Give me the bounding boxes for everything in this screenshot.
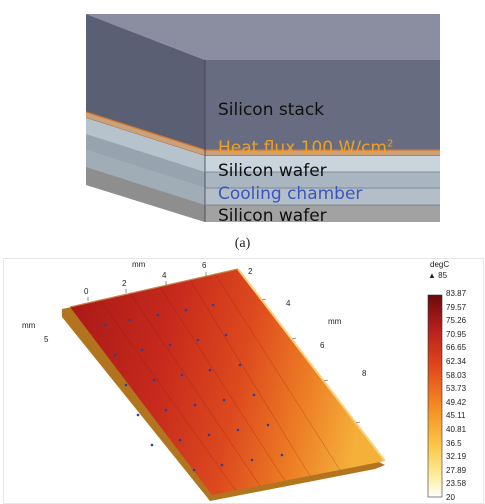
axis-tick-marks (87, 272, 361, 424)
colorbar-tick-label: 23.58 (446, 479, 467, 489)
label-silicon-wafer-bottom: Silicon wafer (218, 206, 327, 226)
colorbar-tick-label: 40.81 (446, 425, 467, 434)
colorbar-unit: degC (430, 260, 450, 269)
heat-flux-superscript: 2 (386, 138, 394, 150)
colorbar-tick-label: 75.26 (446, 316, 467, 326)
tick-top-4: 4 (162, 271, 167, 280)
label-silicon-wafer-top: Silicon wafer (218, 161, 327, 181)
axis-unit-right: mm (328, 317, 342, 326)
axis-unit-top: mm (132, 260, 146, 269)
colorbar-tick-label: 27.89 (446, 465, 467, 475)
heat-flux-layer (86, 112, 440, 156)
colorbar-tick-label: 53.73 (446, 384, 467, 394)
colorbar-tick-label: 20 (446, 493, 455, 502)
colorbar-tick-label: 66.65 (446, 343, 467, 353)
tick-left-5: 5 (44, 335, 49, 344)
stack-top-face (86, 14, 440, 60)
colorbar-tick-label: 36.5 (446, 438, 462, 448)
layer-stack-diagram: Silicon stack Heat flux 100 W/cm2 Silico… (85, 14, 440, 251)
colorbar-tick-label: 58.03 (446, 370, 467, 380)
caption-a: (a) (234, 236, 251, 251)
stack-front-face (205, 60, 440, 150)
stack-3d-drawing (85, 14, 440, 222)
tick-right-6: 6 (320, 341, 325, 350)
plate-top-surface (70, 269, 385, 495)
colorbar-tick-label: 79.57 (446, 302, 467, 312)
tick-right-2: 2 (248, 267, 253, 276)
colorbar-tick-label: 32.19 (446, 452, 467, 462)
channel-lines (99, 273, 341, 492)
stack-left-face (86, 14, 205, 150)
colorbar-tick-label: 70.95 (446, 329, 467, 339)
flow-arrows (103, 303, 284, 472)
label-silicon-stack: Silicon stack (218, 100, 325, 120)
heat-flux-text: Heat flux 100 W/cm (218, 138, 387, 158)
colorbar-tick-label: 62.34 (446, 357, 467, 366)
colorbar-tick-label: 49.42 (446, 397, 467, 407)
tick-top-2: 2 (122, 279, 127, 288)
colorbar-tick-label: 83.87 (446, 289, 467, 298)
heatmap-3d (62, 268, 443, 501)
tick-top-0: 0 (84, 287, 89, 296)
label-cooling-chamber: Cooling chamber (218, 184, 363, 204)
colorbar (427, 294, 443, 498)
colorbar-max-marker: ▲ 85 (428, 271, 448, 280)
thermal-simulation-plot: mm 0 2 4 6 mm 5 mm 2 4 6 8 degC ▲ 85 83.… (0, 255, 485, 504)
axis-unit-left: mm (22, 321, 36, 330)
tick-top-6: 6 (202, 261, 207, 270)
tick-right-4: 4 (286, 299, 291, 308)
colorbar-tick-label: 45.11 (446, 411, 466, 421)
tick-right-8: 8 (362, 369, 367, 378)
label-heat-flux: Heat flux 100 W/cm2 (218, 138, 393, 158)
